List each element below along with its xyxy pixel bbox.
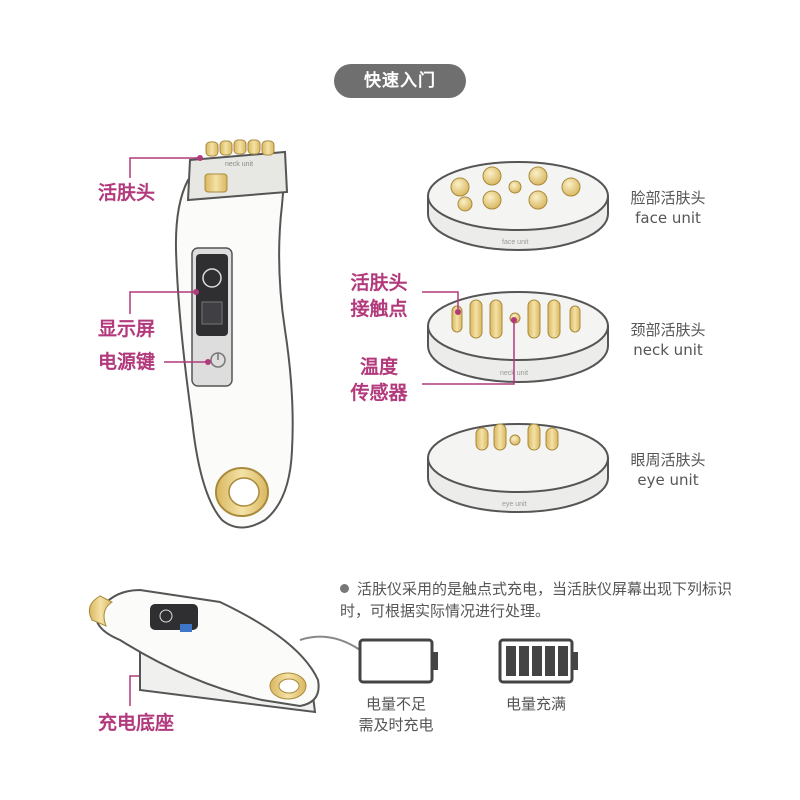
neck-unit-contacts	[451, 299, 581, 339]
battery-bar	[545, 646, 555, 676]
face-icon	[202, 268, 222, 288]
face-unit-en: face unit	[635, 209, 701, 227]
eye-unit-illustration: eye unit	[427, 423, 609, 513]
pointer-lines-right	[422, 291, 515, 385]
battery-full-icon	[498, 638, 578, 684]
battery-bar	[506, 646, 516, 676]
battery-full-bars	[506, 646, 568, 676]
label-contact-line2: 接触点	[350, 298, 408, 320]
label-power-key: 电源键	[98, 351, 156, 373]
bullet-dot	[340, 584, 349, 593]
battery-bar	[558, 646, 568, 676]
face-unit-cn: 脸部活肤头	[630, 189, 706, 207]
charging-dock-illustration	[88, 588, 361, 714]
head-contacts	[205, 139, 275, 157]
eye-unit-contacts	[475, 423, 559, 451]
label-display: 显示屏	[98, 318, 156, 340]
label-contact-line1: 活肤头	[350, 272, 408, 294]
face-unit-illustration: face unit	[427, 161, 609, 251]
label-skin-head: 活肤头	[98, 182, 156, 204]
neck-unit-caption: 颈部活肤头 neck unit	[616, 320, 720, 360]
battery-note: 活肤仪采用的是触点式充电，当活肤仪屏幕出现下列标识时，可根据实际情况进行处理。	[340, 578, 760, 622]
face-unit-caption: 脸部活肤头 face unit	[616, 188, 720, 228]
battery-note-text: 活肤仪采用的是触点式充电，当活肤仪屏幕出现下列标识时，可根据实际情况进行处理。	[340, 580, 733, 620]
eye-unit-cn: 眼周活肤头	[630, 451, 706, 469]
face-unit-engraving: face unit	[502, 239, 529, 246]
label-temp-sensor: 温度 传感器	[346, 354, 412, 406]
battery-low-line2: 需及时充电	[358, 716, 434, 734]
section-title: 快速入门	[334, 64, 466, 98]
battery-low-icon	[358, 638, 438, 684]
battery-low-caption: 电量不足 需及时充电	[340, 694, 452, 736]
battery-full-caption: 电量充满	[505, 695, 566, 713]
eye-unit-caption: 眼周活肤头 eye unit	[616, 450, 720, 490]
battery-bar	[519, 646, 529, 676]
neck-unit-illustration: neck unit	[427, 291, 609, 383]
device-main: neck unit	[174, 139, 294, 529]
neck-unit-en: neck unit	[633, 341, 703, 359]
head-engraving: neck unit	[225, 161, 253, 168]
battery-bar	[532, 646, 542, 676]
battery-low-line1: 电量不足	[365, 695, 426, 713]
eye-unit-en: eye unit	[637, 471, 699, 489]
neck-unit-cn: 颈部活肤头	[630, 321, 706, 339]
label-temp-line2: 传感器	[350, 382, 408, 404]
label-contact-points: 活肤头 接触点	[346, 270, 412, 322]
label-temp-line1: 温度	[359, 356, 398, 378]
face-unit-contacts	[450, 166, 581, 212]
label-dock: 充电底座	[98, 712, 175, 734]
eye-unit-engraving: eye unit	[502, 501, 527, 508]
